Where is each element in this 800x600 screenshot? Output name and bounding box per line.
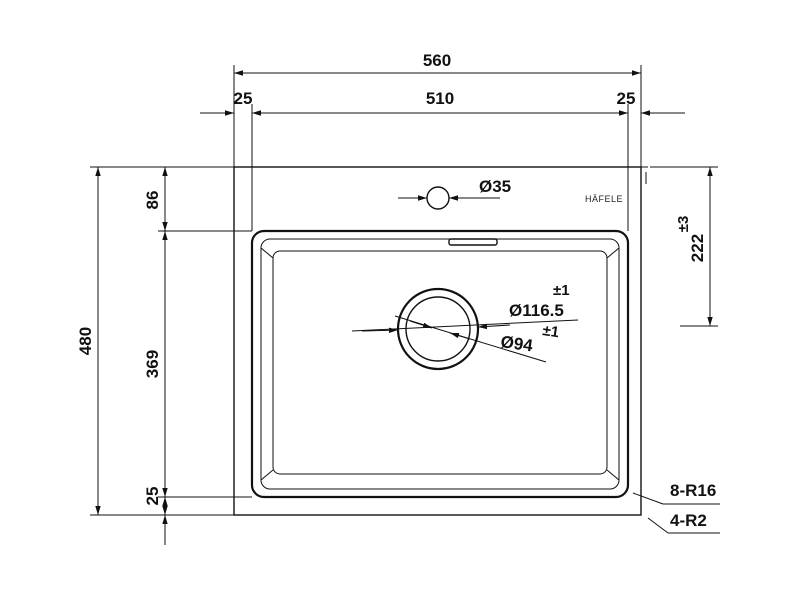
outer-radius-label: 4-R2 (670, 511, 707, 530)
radius-callouts: 8-R16 4-R2 (632, 481, 720, 534)
inner-radius-label: 8-R16 (670, 481, 716, 500)
drain-offset-tolerance: ±3 (675, 216, 692, 233)
left-margin-label: 25 (234, 89, 253, 108)
dimension-drain-offset: 222 ±3 (650, 166, 718, 327)
bottom-margin-label: 25 (143, 487, 162, 506)
top-margin-label: 86 (143, 191, 162, 210)
dimension-overall-height: 480 (76, 166, 234, 516)
bowl-height-label: 369 (143, 350, 162, 378)
drain-callout: Ø116.5 ±1 Ø94 ±1 (351, 282, 579, 363)
bowl (250, 229, 630, 499)
overall-height-label: 480 (76, 327, 95, 355)
dimension-width-breakdown: 25 510 25 (200, 89, 685, 231)
sink-outline (233, 166, 648, 516)
tap-hole-label: Ø35 (479, 177, 511, 196)
brand-label: HÄFELE (585, 194, 623, 204)
tap-hole-callout: Ø35 (398, 177, 511, 201)
drain-offset-label: 222 (688, 234, 707, 262)
overall-width-label: 560 (423, 51, 451, 70)
dimension-height-breakdown: 86 369 25 (143, 167, 252, 545)
tap-hole (426, 186, 450, 210)
drain-inner-label: Ø94 (499, 332, 534, 355)
drain-inner-tolerance: ±1 (541, 322, 560, 341)
right-margin-label: 25 (617, 89, 636, 108)
bowl-width-label: 510 (426, 89, 454, 108)
drain-outer-tolerance: ±1 (553, 282, 570, 299)
drain-outer-label: Ø116.5 (509, 301, 564, 320)
dimension-overall-width: 560 (233, 51, 642, 167)
